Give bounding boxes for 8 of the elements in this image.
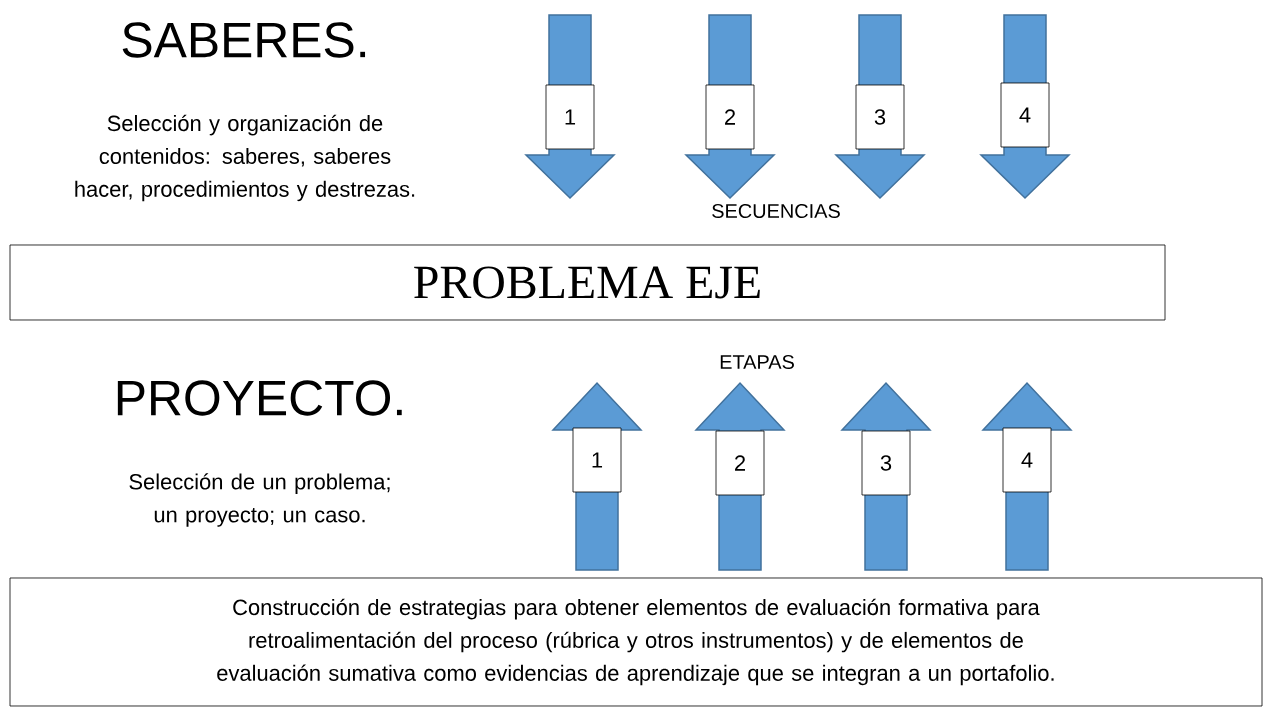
- heading: PROYECTO.: [117, 380, 402, 416]
- heading: SABERES.: [122, 22, 366, 58]
- caption-text: Selección y organización de contenidos: saberes, saberes hacer, procedimientos y destrezas.: [75, 114, 415, 202]
- caption-text: SECUENCIAS: [712, 203, 840, 219]
- caption-text: Selección de un problema; un proyecto; un caso.: [129, 473, 390, 527]
- text-box: Construcción de estrategias para obtener elementos de evaluación formativa para retroalimentación del proceso (rúbrica y otros instrumentos) y de elementos de evaluación sumativa como evidencias de aprendizaje que se integran a un portafolio.: [9, 577, 1263, 707]
- title-box: PROBLEMA EJE: [9, 244, 1166, 321]
- caption-text: ETAPAS: [720, 354, 794, 370]
